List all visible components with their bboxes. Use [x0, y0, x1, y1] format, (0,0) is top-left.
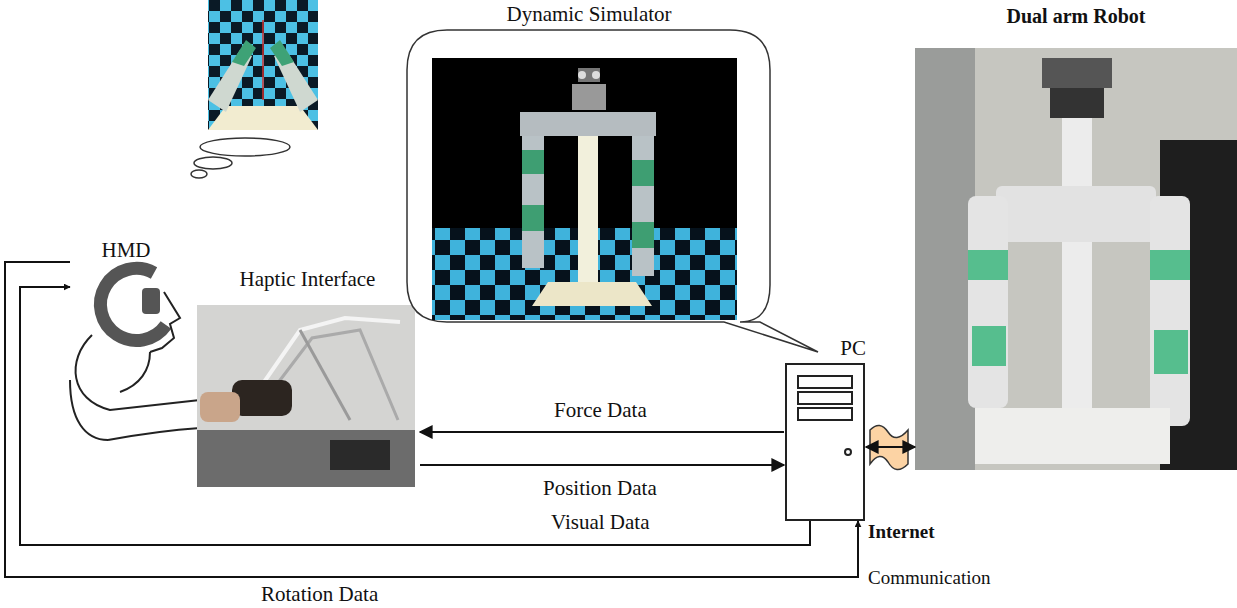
pc-box: PC: [784, 336, 866, 521]
haptic-photo: Haptic Interface: [195, 267, 420, 487]
text-label: Internet: [868, 520, 934, 544]
node-heading: Dual arm Robot: [1007, 4, 1146, 28]
connector: [420, 464, 784, 466]
text-label: Communication: [868, 566, 990, 590]
speech-bubble: [407, 30, 818, 352]
vr-view: [208, 0, 318, 130]
hmd-figure: HMD: [70, 238, 182, 328]
simulator-callout: Dynamic Simulator: [405, 2, 773, 327]
connector: [420, 431, 784, 433]
pc-tower: [786, 364, 864, 520]
node-heading: PC: [840, 336, 866, 360]
robot-photo: Dual arm Robot: [915, 0, 1237, 470]
connector: [5, 262, 858, 577]
connector: [20, 287, 810, 545]
node-heading: Dynamic Simulator: [506, 2, 671, 26]
robot-photo-image: [915, 48, 1237, 470]
operator-figure: [70, 268, 200, 440]
connector: [866, 446, 915, 448]
edge-label: Position Data: [543, 476, 657, 500]
edge-label: Force Data: [554, 398, 647, 422]
node-heading: HMD: [101, 238, 150, 262]
haptic-photo-image: [197, 305, 415, 487]
edge-label: Rotation Data: [261, 582, 378, 606]
thought-bubbles: [191, 138, 290, 178]
node-heading: Haptic Interface: [240, 267, 376, 291]
edge-label: Visual Data: [551, 510, 649, 534]
